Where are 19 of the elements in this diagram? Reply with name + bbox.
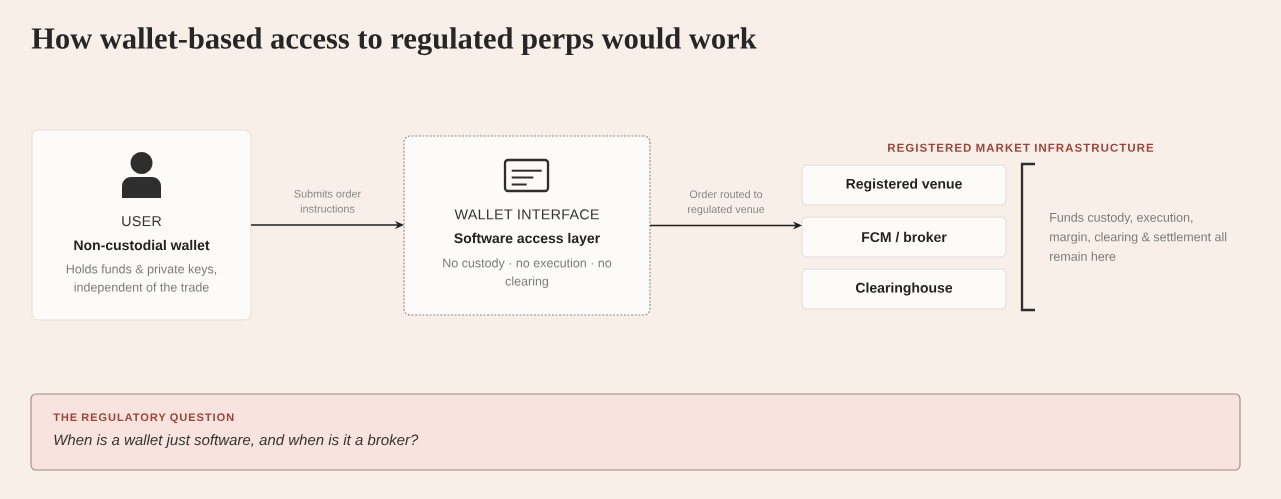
title: How wallet-based access to regulated perps would work [31,27,757,56]
box: Clearinghouse [801,268,1007,310]
note-text: Funds custody, execution, margin, clearing & settlement all remain here [1050,212,1227,261]
edge-label: Order routed to regulated venue [688,190,765,216]
edge-label: Submits order instructions [294,189,361,213]
heading: THE REGULATORY QUESTION [53,413,234,424]
box: Registered venue [801,164,1007,206]
description: Holds funds & private keys, independent of the trade [66,264,217,295]
heading: USER [122,216,162,227]
question-text: When is a wallet just software, and when is it a broker? [54,434,419,449]
heading: WALLET INTERFACE [454,209,599,220]
subheading: Software access layer [454,232,600,246]
section-heading: REGISTERED MARKET INFRASTRUCTURE [888,143,1154,152]
callout-box [30,393,1241,471]
card [31,129,252,321]
box: FCM / broker [801,216,1007,258]
dashed-card [403,135,651,316]
subheading: Non-custodial wallet [74,239,210,251]
description: No custody · no execution · no clearing [443,258,612,289]
